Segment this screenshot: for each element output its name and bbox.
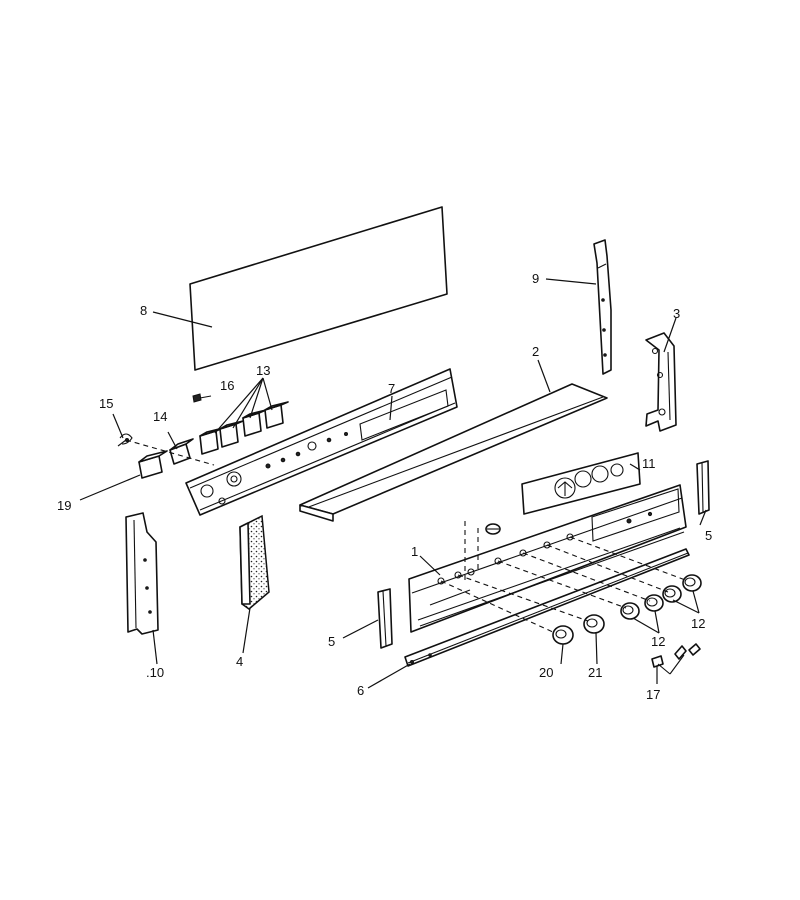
callout-19: 19: [57, 498, 71, 513]
callout-9: 9: [532, 271, 539, 286]
callout-12-right: 12: [691, 616, 705, 631]
callout-2: 2: [532, 344, 539, 359]
callout-8: 8: [140, 303, 147, 318]
right-upper-bracket-part: [593, 239, 612, 375]
knob-20-part: [552, 625, 574, 645]
top-trim-strip-part: [299, 383, 608, 522]
lower-trim-rail-part: [404, 548, 690, 667]
callout-6: 6: [357, 683, 364, 698]
upper-backguard-panel-part: [185, 368, 458, 516]
callout-3: 3: [673, 306, 680, 321]
callout-4: 4: [236, 654, 243, 669]
insulation-pad-part: [239, 514, 270, 610]
knob-part: [682, 574, 702, 592]
callout-20: 20: [539, 665, 553, 680]
clip-part: [117, 433, 133, 447]
callout-16: 16: [220, 378, 234, 393]
callout-5-left: 5: [328, 634, 335, 649]
control-panel-part: [408, 484, 687, 633]
right-end-bracket-part: [645, 332, 677, 432]
panel-screw-part: [485, 523, 501, 535]
glass-panel-part: [189, 206, 448, 371]
right-end-cap-part: [696, 460, 710, 515]
wire-clips-part: [651, 643, 701, 675]
callout-13: 13: [256, 363, 270, 378]
left-end-cap-part: [377, 588, 393, 649]
callout-21: 21: [588, 665, 602, 680]
callout-5-right: 5: [705, 528, 712, 543]
callout-17: 17: [646, 687, 660, 702]
leader-lines: [79, 278, 707, 689]
clock-timer-module-part: [521, 452, 641, 515]
left-side-bracket-part: [125, 512, 159, 635]
callout-14: 14: [153, 409, 167, 424]
knob-part: [662, 585, 682, 603]
switch-block-group-part: [199, 401, 289, 455]
screw-part: [192, 393, 212, 403]
callout-11: 11: [642, 456, 656, 471]
callout-15: 15: [99, 396, 113, 411]
knob-part: [644, 594, 664, 612]
knob-21-part: [583, 614, 605, 634]
lower-terminal-block-part: [138, 450, 168, 479]
knob-part: [620, 602, 640, 620]
callout-10: .10: [146, 665, 164, 680]
callout-12-middle: 12: [651, 634, 665, 649]
callout-7: 7: [388, 381, 395, 396]
callout-1: 1: [411, 544, 418, 559]
